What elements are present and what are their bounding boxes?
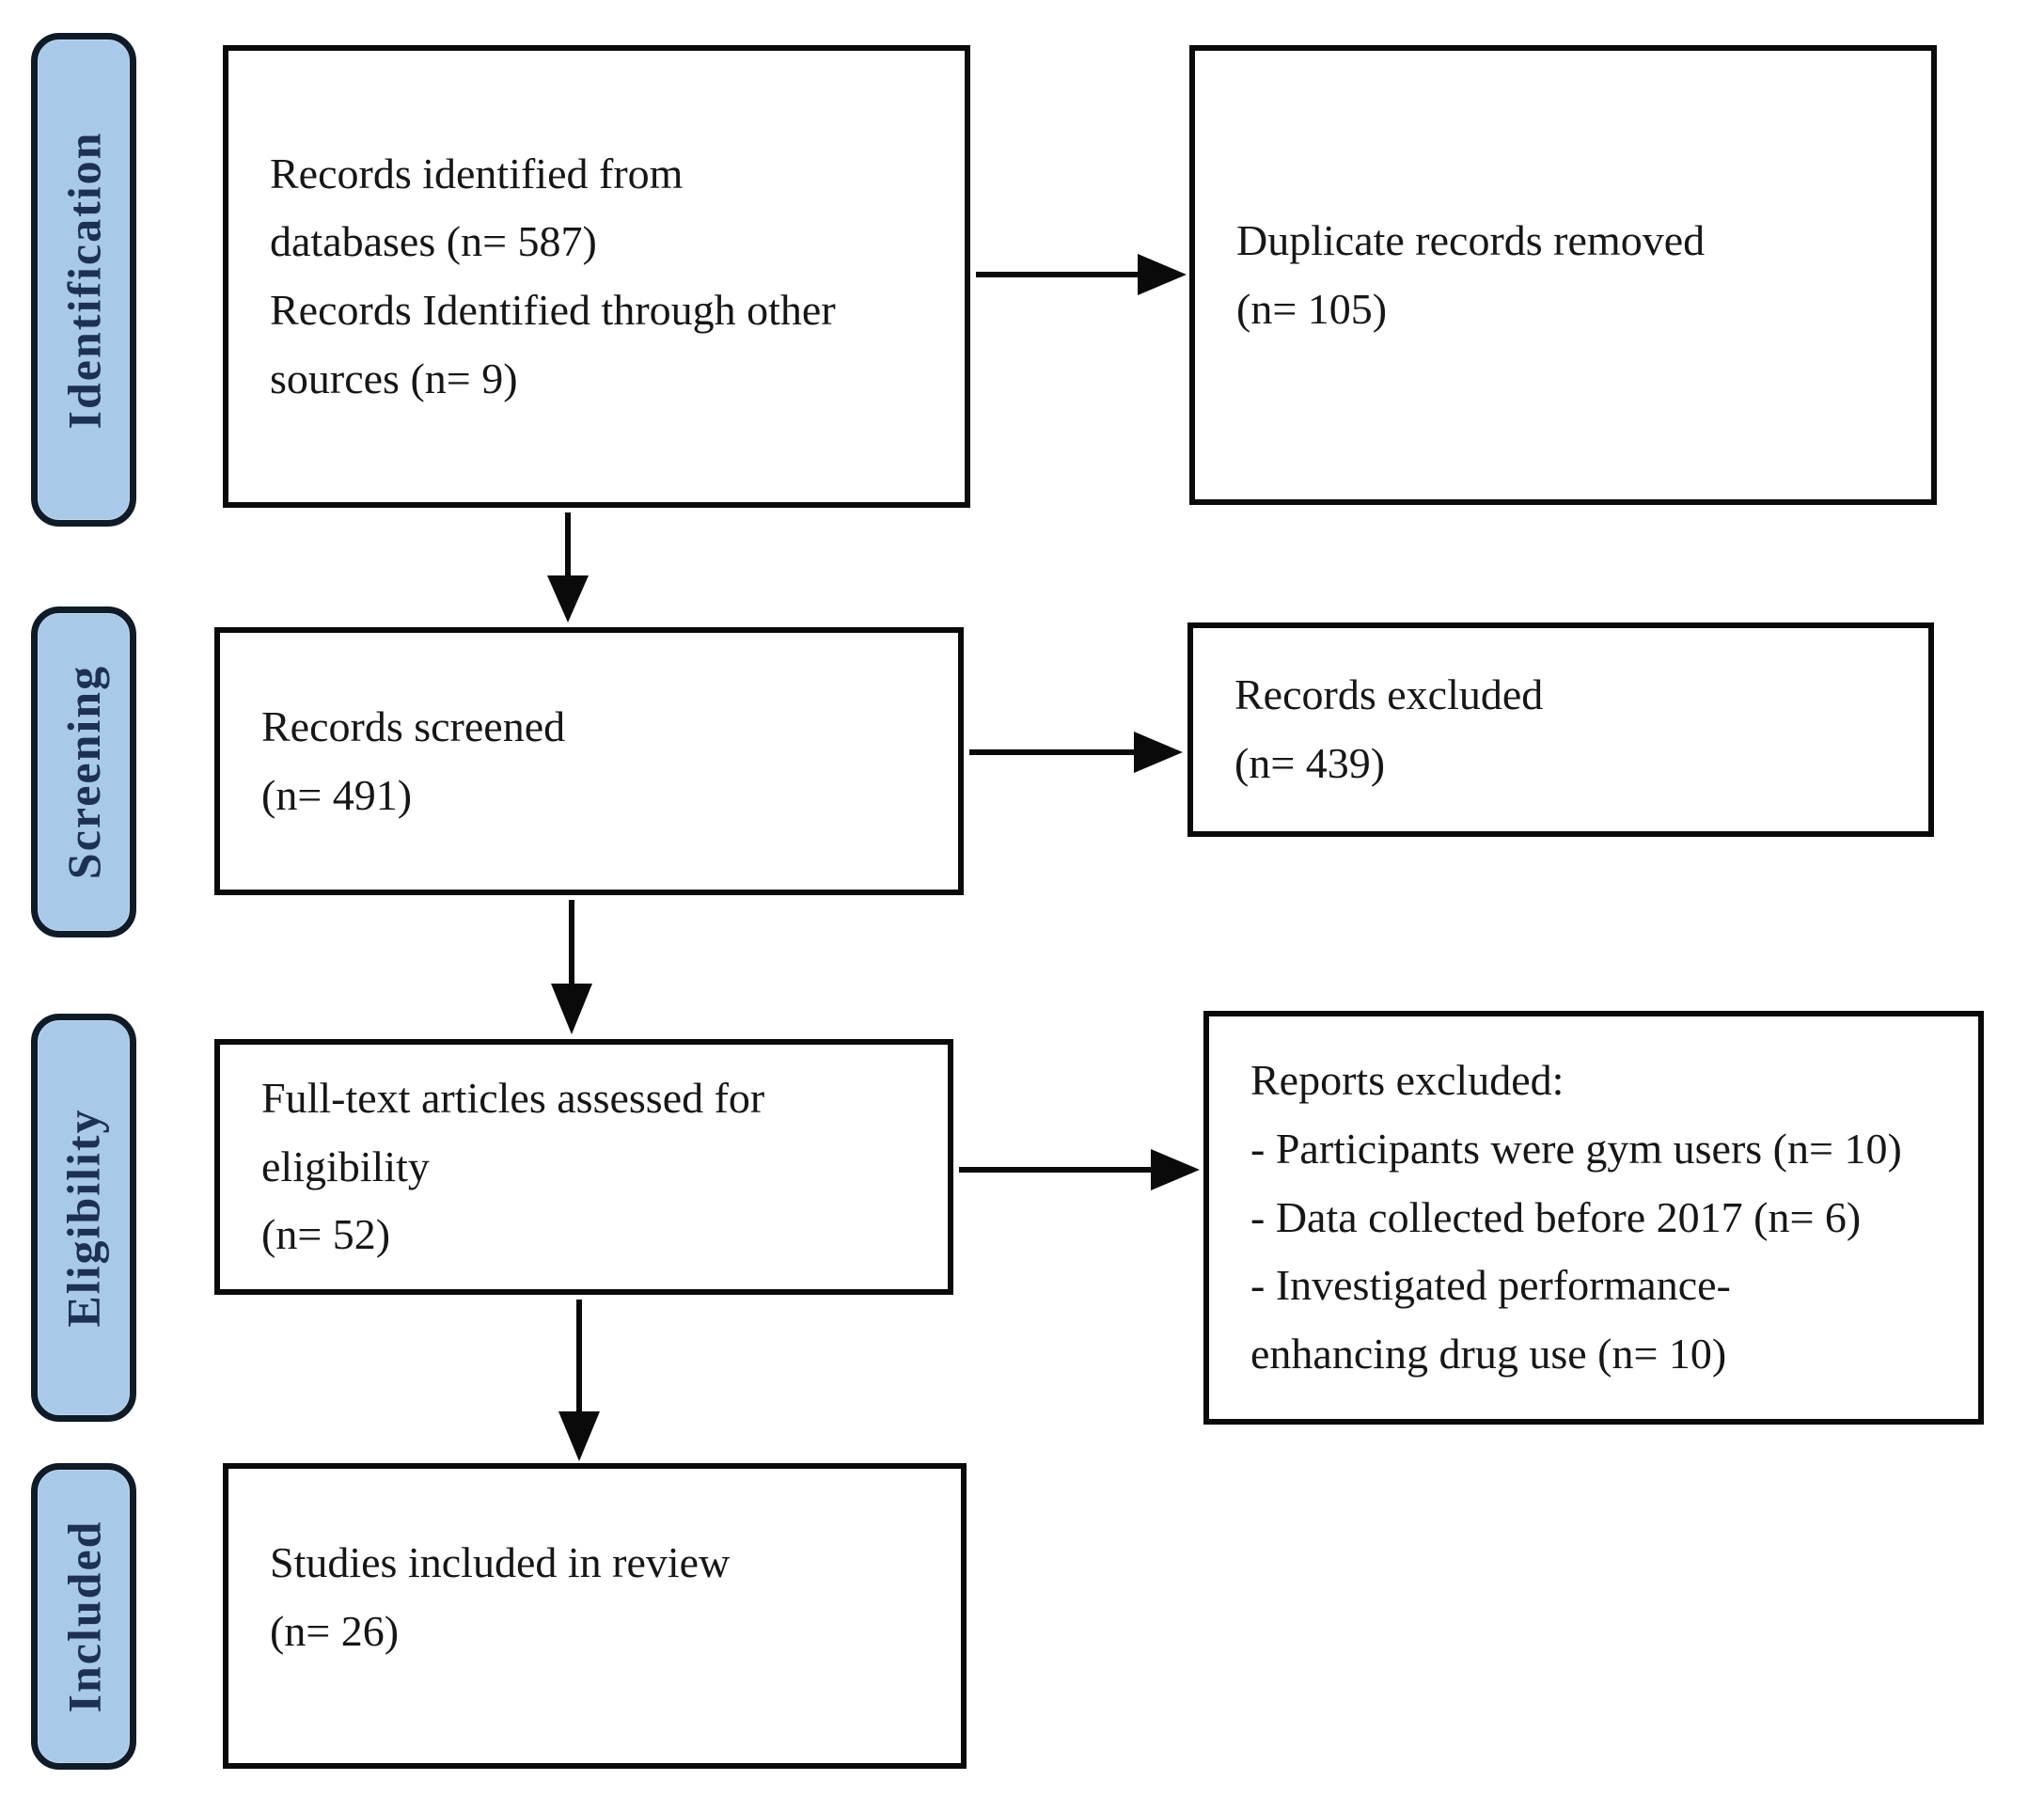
box-reports-excluded-text: Reports excluded: - Participants were gy… bbox=[1250, 1056, 1902, 1378]
box-records-identified-text: Records identified from databases (n= 58… bbox=[270, 149, 836, 402]
box-duplicates-removed: Duplicate records removed (n= 105) bbox=[1189, 45, 1937, 505]
stage-pill-included: Included bbox=[31, 1463, 136, 1770]
arrow-right-screened-to-excluded bbox=[969, 732, 1183, 773]
box-studies-included-text: Studies included in review (n= 26) bbox=[270, 1538, 731, 1655]
box-records-screened: Records screened (n= 491) bbox=[214, 627, 964, 895]
box-fulltext-assessed: Full-text articles assessed for eligibil… bbox=[214, 1039, 953, 1295]
arrow-down-eligibility-to-included bbox=[558, 1300, 600, 1461]
arrow-head bbox=[547, 575, 589, 622]
stage-pill-identification: Identification bbox=[31, 33, 136, 527]
arrow-right-fulltext-to-reports-excluded bbox=[959, 1149, 1200, 1190]
stage-pill-identification-label: Identification bbox=[57, 131, 110, 429]
box-records-excluded: Records excluded (n= 439) bbox=[1187, 622, 1934, 837]
box-duplicates-removed-text: Duplicate records removed (n= 105) bbox=[1236, 215, 1706, 333]
arrow-head bbox=[1151, 1149, 1200, 1190]
stage-pill-screening-label: Screening bbox=[57, 664, 110, 880]
box-fulltext-assessed-text: Full-text articles assessed for eligibil… bbox=[261, 1074, 765, 1259]
box-records-screened-text: Records screened (n= 491) bbox=[261, 701, 566, 819]
arrow-right-identified-to-duplicates bbox=[976, 254, 1187, 295]
box-records-identified: Records identified from databases (n= 58… bbox=[223, 45, 970, 508]
box-reports-excluded: Reports excluded: - Participants were gy… bbox=[1203, 1011, 1984, 1425]
arrow-head bbox=[551, 984, 592, 1034]
arrow-down-identification-to-screening bbox=[547, 512, 589, 622]
box-records-excluded-text: Records excluded (n= 439) bbox=[1234, 670, 1544, 787]
stage-pill-eligibility: Eligibility bbox=[31, 1014, 136, 1422]
stage-pill-eligibility-label: Eligibility bbox=[57, 1108, 111, 1328]
box-studies-included: Studies included in review (n= 26) bbox=[223, 1463, 967, 1769]
arrow-head bbox=[558, 1411, 600, 1461]
arrow-head bbox=[1134, 732, 1183, 773]
arrow-down-screening-to-eligibility bbox=[551, 900, 592, 1034]
stage-pill-included-label: Included bbox=[57, 1520, 110, 1713]
arrow-head bbox=[1138, 254, 1187, 295]
stage-pill-screening: Screening bbox=[31, 607, 136, 937]
